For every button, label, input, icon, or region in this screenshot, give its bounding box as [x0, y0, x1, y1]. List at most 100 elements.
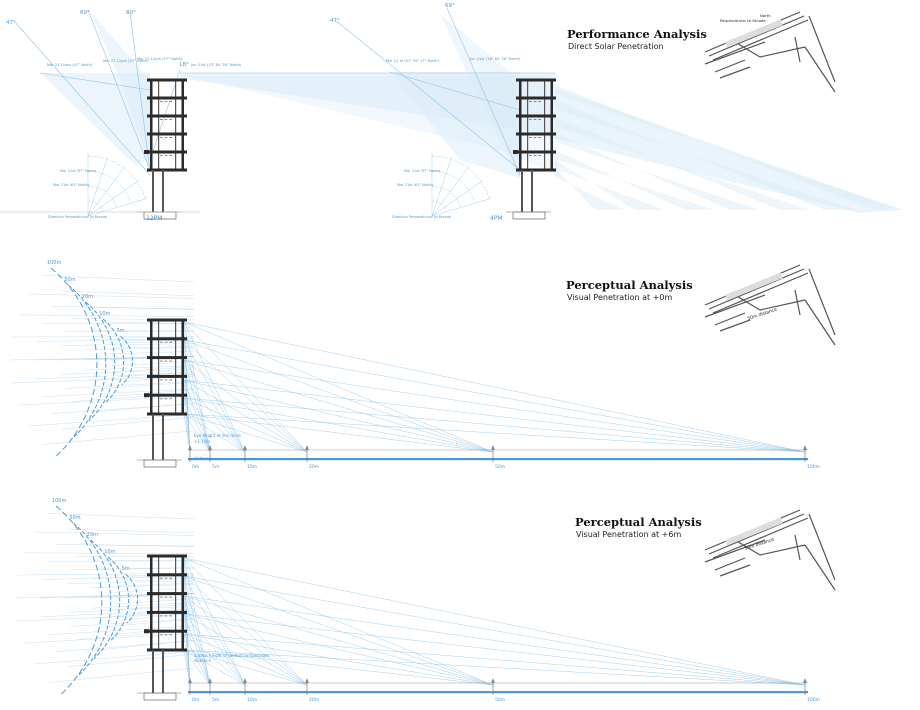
view-6m-distance-label: 10m — [247, 697, 257, 703]
sun-ray-note: Mar 21 12pm (57° North) — [137, 57, 183, 61]
view-6m-distance-label: 0m — [192, 697, 199, 703]
perf-right-furniture — [534, 119, 537, 120]
view-6m-sight-line-arc — [56, 544, 194, 546]
view-0m-distance-label: 20m — [309, 464, 319, 470]
view-0m-sight-line — [184, 322, 805, 452]
perf-right-furniture — [538, 137, 541, 138]
view-0m-floor-slab — [147, 375, 187, 378]
view-6m-sight-line — [184, 558, 493, 685]
view-6m-furniture — [165, 578, 168, 579]
view-0m-distance-label: 5m — [212, 464, 219, 470]
view-6m-furniture — [160, 615, 163, 616]
view-0m-person-marker — [243, 445, 247, 450]
perf-key-label: Perpendicular to Facade — [720, 18, 766, 23]
view-6m-furniture — [169, 615, 172, 616]
view-6m-sight-line-arc — [34, 532, 194, 535]
noon-dial-sun-arc — [88, 171, 131, 203]
view-6m-sight-line — [184, 576, 307, 685]
pm-dial-sun-arc — [432, 171, 475, 203]
view-6m-mullion — [175, 556, 176, 650]
performance-title: Performance Analysis — [567, 27, 707, 41]
view-6m-floor-slab — [147, 555, 187, 558]
view-0m-sight-line — [184, 414, 805, 452]
pm-dial-sun-spoke — [432, 157, 452, 216]
solar-band-lower — [555, 168, 625, 210]
perf-right-mullion — [544, 80, 545, 170]
pm-dial-sun-arc — [432, 186, 461, 207]
view-0m-floor-slab — [147, 394, 187, 397]
view-0m-floor-slab — [147, 319, 187, 322]
view-6m-person-marker — [305, 678, 309, 683]
view-6m-sight-line — [184, 558, 307, 685]
perf-left-building-section — [144, 79, 187, 172]
view-0m-sight-line — [184, 380, 805, 452]
view-0m-furniture — [160, 398, 163, 399]
perf-right-furniture — [534, 155, 537, 156]
view-0m-column — [150, 320, 153, 414]
view-0m-furniture — [169, 398, 172, 399]
view-0m-distance-label: 10m — [247, 464, 257, 470]
view-0m-sight-line-arc — [65, 381, 194, 388]
view-0m-furniture — [160, 361, 163, 362]
view-0m-pier — [152, 414, 154, 460]
perf-right-floor-slab — [516, 97, 556, 100]
pm-dial-compass-note: Mar 21st (61° North) — [397, 183, 434, 187]
perf-left-column — [150, 80, 153, 170]
view-6m-sight-line-arc — [91, 602, 194, 608]
noon-dial-sun-spoke — [88, 180, 139, 216]
view-0m-furniture — [165, 379, 168, 380]
noon-dial-sun-spoke — [88, 166, 125, 216]
view-6m-furniture — [160, 578, 163, 579]
view-0m-sight-line-arc — [94, 382, 194, 389]
view-0m-sight-line-arc — [29, 294, 194, 298]
perf-plan-line — [713, 20, 808, 60]
view-6m-foundation — [144, 693, 176, 700]
view-0m-sight-line — [184, 380, 493, 452]
view-6m-sight-line — [184, 576, 493, 685]
noon-dial-compass-note: Direction Perpendicular to Facade — [48, 215, 107, 219]
perf-left-furniture — [165, 137, 168, 138]
perf-right-balcony — [513, 150, 518, 154]
view-6m-distance-label: 20m — [309, 697, 319, 703]
view-6m-furniture — [160, 597, 163, 598]
view-0m-balcony — [144, 393, 149, 397]
pm-dial-compass-note: Direction Perpendicular to Facade — [392, 215, 451, 219]
view-6m-furniture — [165, 597, 168, 598]
view-0m-arc-label: 10m — [99, 311, 110, 317]
view-0m-furniture — [165, 361, 168, 362]
view-6m-sight-line — [184, 650, 805, 685]
sun-angle-label: 69° — [80, 10, 90, 16]
view0-key-plan — [705, 265, 835, 345]
view-0m-sight-line-arc — [44, 431, 194, 445]
sun-angle-label: 47° — [6, 20, 16, 26]
sun-ray-note: Mar 21 at (57° 80' 17° North) — [386, 59, 440, 63]
view-6m-person-marker — [491, 678, 495, 683]
view-0m-sight-line-arc — [61, 344, 194, 346]
perf-right-furniture — [529, 119, 532, 120]
view-0m-note: +1.70m — [194, 439, 210, 444]
noon-dial-compass-note: Mar 21st (57° North) — [60, 169, 97, 173]
perf-right-pier — [521, 170, 523, 212]
view-6m-distance-label: 5m — [212, 697, 219, 703]
perf-left-furniture — [165, 119, 168, 120]
view-6m-arc-label: 100m — [52, 498, 67, 504]
perf-left-furniture — [160, 137, 163, 138]
view-0m-furniture — [165, 398, 168, 399]
view-6m-furniture — [169, 578, 172, 579]
perf-right-furniture — [529, 155, 532, 156]
view-6m-sight-line-arc — [99, 619, 194, 627]
view-6m-sight-line-arc — [17, 614, 194, 621]
perf-left-mullion — [175, 80, 176, 170]
perf-right-furniture — [534, 137, 537, 138]
perf-right-furniture — [534, 101, 537, 102]
view-6m-sight-line-arc — [67, 654, 194, 667]
view-0m-arc-label: 5m — [117, 328, 125, 334]
view-6m-note: distance — [194, 658, 211, 663]
view6-key-plan — [705, 510, 835, 590]
view-0m-floor-slab — [147, 356, 187, 359]
view-6m-pier — [152, 650, 154, 693]
view-0m-sight-line-arc — [12, 336, 194, 337]
view-6m-distance-label: 50m — [495, 697, 505, 703]
